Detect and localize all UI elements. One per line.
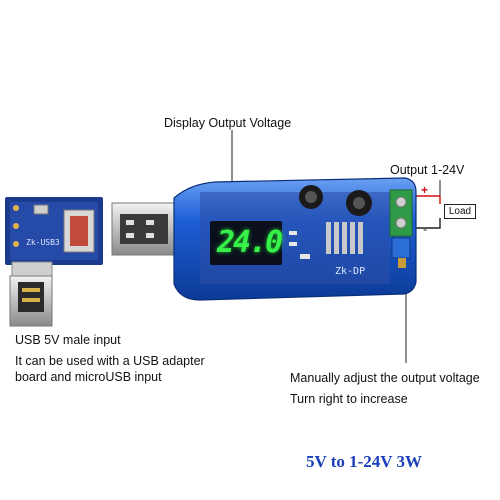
label-adapter-note-1: It can be used with a USB adapter (15, 354, 205, 368)
product-title: 5V to 1-24V 3W (306, 452, 423, 471)
label-display-output-voltage: Display Output Voltage (164, 116, 292, 130)
label-usb-input: USB 5V male input (15, 333, 121, 347)
adapter-usb-plug (9, 261, 53, 327)
minus-marker: - (423, 222, 427, 236)
voltage-display-reading: 24.0 (217, 225, 283, 260)
label-output-range: Output 1-24V (390, 163, 465, 177)
board-brand-mark: Zk-DP (335, 266, 366, 277)
converter-module-case (173, 177, 417, 301)
load-label: Load (444, 204, 476, 219)
label-turn-right: Turn right to increase (290, 392, 408, 406)
usb-adapter-board (5, 197, 103, 265)
label-adjust-voltage: Manually adjust the output voltage (290, 371, 480, 385)
label-adapter-note-2: board and microUSB input (15, 370, 162, 384)
module-usb-plug (111, 202, 175, 256)
plus-marker: + (421, 183, 429, 197)
adapter-brand-mark: Zk-USB3 (26, 238, 60, 247)
